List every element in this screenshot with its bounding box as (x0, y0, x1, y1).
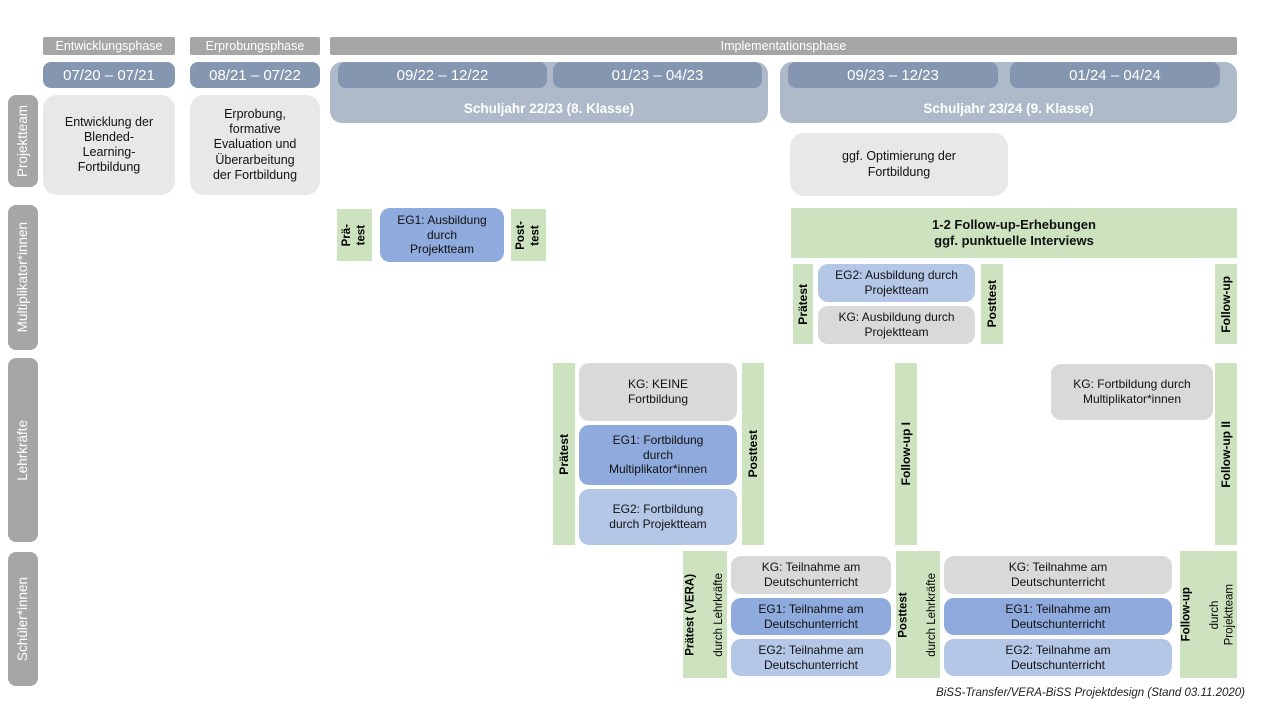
box-eg1-ausbildung-projektteam: EG1: Ausbildung durch Projektteam (380, 208, 504, 262)
bar-posttest-lehrkraefte: Posttest (742, 363, 764, 545)
bar-followup2-lehrkraefte: Follow-up II (1215, 363, 1237, 545)
box-kg-teilnahme-1: KG: Teilnahme am Deutschunterricht (731, 556, 891, 594)
bar-posttest-multiplikatoren-1-text: Post- test (515, 220, 542, 250)
box-eg2-teilnahme-1: EG2: Teilnahme am Deutschunterricht (731, 639, 891, 676)
date-range-0123-0423: 01/23 – 04/23 (553, 62, 762, 88)
bar-praetest-multiplikatoren-1-text: Prä- test (341, 223, 368, 247)
date-range-0922-1222: 09/22 – 12/22 (338, 62, 547, 88)
bar-posttest-lehrkraefte-text: Posttest (745, 430, 760, 478)
lane-label-lehrkraefte-text: Lehrkräfte (14, 419, 30, 481)
schoolyear-2223-label: Schuljahr 22/23 (8. Klasse) (463, 101, 635, 116)
bar-praetest-lehrkraefte: Prätest (553, 363, 575, 545)
bar-followup1-lehrkraefte: Follow-up I (895, 363, 917, 545)
lane-label-schuelerinnen: Schüler*innen (8, 552, 38, 686)
box-eg2-fortbildung-projektteam: EG2: Fortbildung durch Projektteam (579, 489, 737, 545)
bar-praetest-lehrkraefte-text: Prätest (556, 433, 571, 475)
box-eg1-fortbildung-multiplikatoren: EG1: Fortbildung durch Multiplikator*inn… (579, 425, 737, 485)
box-kg-fortbildung-multiplikatoren: KG: Fortbildung durch Multiplikator*inne… (1051, 364, 1213, 420)
bar-followup-schueler: Follow-up durch Projektteam (1180, 551, 1237, 678)
bar-followup-multiplikatoren-text: Follow-up (1218, 275, 1233, 333)
lane-label-multiplikatorinnen-text: Multiplikator*innen (14, 222, 30, 333)
praetest-vera-bold: Prätest (VERA) (684, 573, 697, 656)
followup-schueler-sub: durch Projektteam (1209, 583, 1236, 646)
box-eg2-ausbildung-projektteam: EG2: Ausbildung durch Projektteam (818, 264, 975, 302)
date-range-0720-0721: 07/20 – 07/21 (43, 62, 175, 88)
box-kg-ausbildung-projektteam: KG: Ausbildung durch Projektteam (818, 306, 975, 344)
box-kg-teilnahme-2: KG: Teilnahme am Deutschunterricht (944, 556, 1172, 594)
lane-label-lehrkraefte: Lehrkräfte (8, 358, 38, 542)
bar-followup-schueler-text: Follow-up durch Projektteam (1165, 584, 1251, 645)
phase-bar-erprobungsphase: Erprobungsphase (190, 37, 320, 55)
box-eg2-teilnahme-2: EG2: Teilnahme am Deutschunterricht (944, 639, 1172, 676)
bar-posttest-schueler: Posttest durch Lehrkräfte (896, 551, 940, 678)
phase-bar-entwicklungsphase: Entwicklungsphase (43, 37, 175, 55)
followup-schueler-bold: Follow-up (1180, 587, 1193, 642)
lane-label-multiplikatorinnen: Multiplikator*innen (8, 205, 38, 350)
bar-praetest-multiplikatoren-1: Prä- test (337, 209, 372, 261)
bar-followup-multiplikatoren: Follow-up (1215, 264, 1237, 344)
bar-praetest-vera-schueler: Prätest (VERA) durch Lehrkräfte (683, 551, 727, 678)
posttest-schueler-bold: Posttest (897, 591, 910, 638)
date-range-0923-1223: 09/23 – 12/23 (788, 62, 998, 88)
bar-praetest-multiplikatoren-2-text: Prätest (795, 283, 810, 325)
bar-posttest-multiplikatoren-1: Post- test (511, 209, 546, 261)
praetest-vera-sub: durch Lehrkräfte (713, 572, 726, 657)
box-kg-keine-fortbildung: KG: KEINE Fortbildung (579, 363, 737, 421)
date-range-0124-0424: 01/24 – 04/24 (1010, 62, 1220, 88)
bar-posttest-multiplikatoren-2: Posttest (981, 264, 1003, 344)
box-entwicklung-fortbildung: Entwicklung der Blended- Learning- Fortb… (43, 95, 175, 195)
box-erprobung-evaluation: Erprobung, formative Evaluation und Über… (190, 95, 320, 195)
posttest-schueler-sub: durch Lehrkräfte (926, 572, 939, 657)
diagram-caption: BiSS-Transfer/VERA-BiSS Projektdesign (S… (936, 687, 1245, 699)
schoolyear-2324-label: Schuljahr 23/24 (9. Klasse) (923, 101, 1094, 116)
bar-posttest-multiplikatoren-2-text: Posttest (984, 280, 999, 328)
lane-label-projektteam: Projektteam (8, 95, 38, 187)
lane-label-projektteam-text: Projektteam (14, 104, 30, 178)
phase-bar-implementationsphase: Implementationsphase (330, 37, 1237, 55)
bar-followup2-lehrkraefte-text: Follow-up II (1218, 420, 1233, 488)
bar-followup1-lehrkraefte-text: Follow-up I (898, 422, 913, 486)
box-followup-erhebungen: 1-2 Follow-up-Erhebungen ggf. punktuelle… (791, 208, 1237, 258)
box-optimierung-fortbildung: ggf. Optimierung der Fortbildung (790, 133, 1008, 196)
date-range-0821-0722: 08/21 – 07/22 (190, 62, 320, 88)
box-eg1-teilnahme-2: EG1: Teilnahme am Deutschunterricht (944, 598, 1172, 635)
lane-label-schuelerinnen-text: Schüler*innen (14, 576, 30, 662)
box-eg1-teilnahme-1: EG1: Teilnahme am Deutschunterricht (731, 598, 891, 635)
bar-praetest-multiplikatoren-2: Prätest (793, 264, 813, 344)
